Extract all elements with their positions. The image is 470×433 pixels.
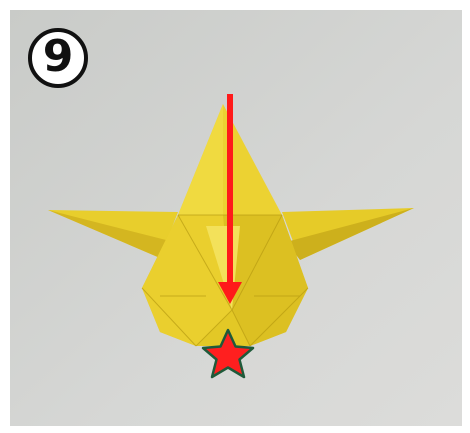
circled-number-icon: 9 [28, 28, 88, 88]
step-number: 9 [43, 35, 74, 79]
